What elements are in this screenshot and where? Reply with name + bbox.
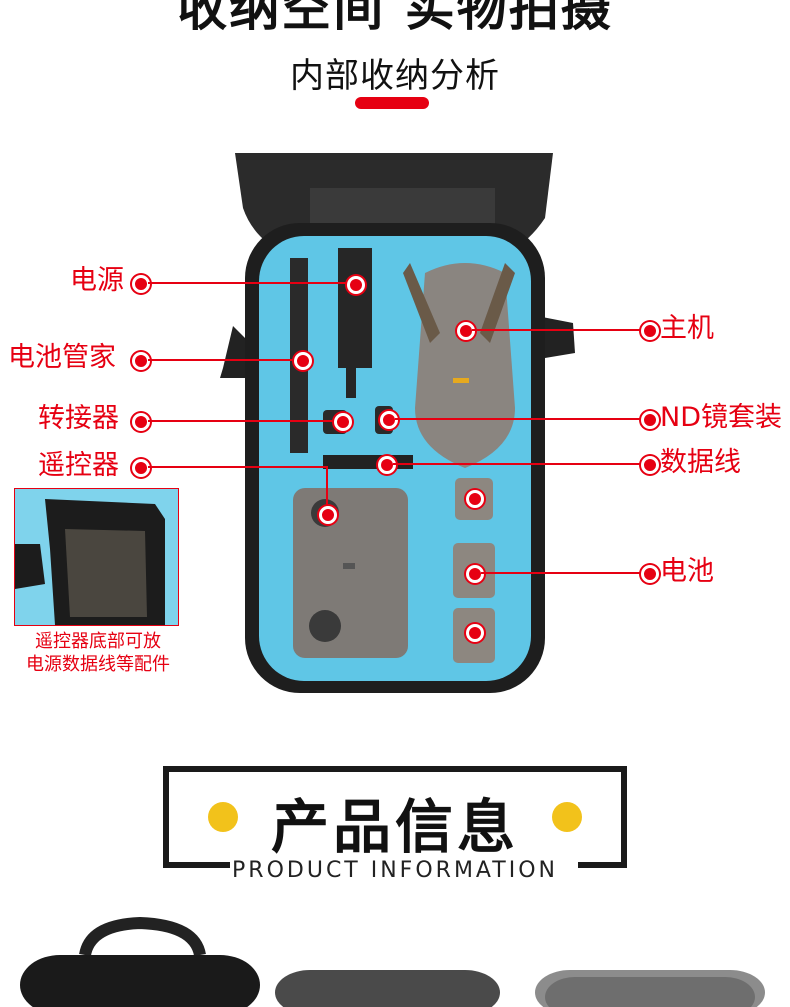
inset-caption-line2: 电源数据线等配件	[26, 654, 170, 675]
marker-dot	[641, 456, 659, 474]
marker-dot	[466, 565, 484, 583]
leader-line	[472, 329, 640, 331]
marker-dot	[466, 490, 484, 508]
marker-dot	[132, 275, 150, 293]
page-title: 收纳空间 实物拍摄	[177, 0, 613, 37]
label-battery-manager: 电池管家	[8, 342, 116, 373]
inset-caption: 遥控器底部可放 电源数据线等配件	[0, 630, 196, 676]
yellow-dot-left	[208, 802, 238, 832]
product-info-title: 产品信息	[270, 793, 519, 861]
label-nd-filter-set: ND镜套装	[660, 402, 782, 433]
leader-line	[326, 466, 328, 510]
marker-dot	[347, 276, 365, 294]
marker-dot	[457, 322, 475, 340]
label-power: 电源	[70, 265, 124, 296]
marker-dot	[132, 352, 150, 370]
leader-line	[148, 359, 298, 361]
remote-bottom-inset	[14, 488, 179, 626]
marker-dot	[334, 413, 352, 431]
leader-line	[148, 282, 353, 284]
frame-gap	[230, 855, 578, 875]
leader-line	[395, 418, 640, 420]
page-subtitle: 内部收纳分析	[290, 56, 500, 96]
marker-dot	[380, 411, 398, 429]
inset-illustration	[15, 489, 178, 625]
marker-dot	[378, 456, 396, 474]
case-illustration	[220, 153, 575, 693]
label-adapter: 转接器	[38, 403, 119, 434]
yellow-dot-right	[552, 802, 582, 832]
marker-dot	[641, 565, 659, 583]
marker-dot	[466, 624, 484, 642]
leader-line	[148, 420, 338, 422]
marker-dot	[132, 413, 150, 431]
label-remote: 遥控器	[38, 450, 119, 481]
product-thumbnails	[20, 916, 765, 1007]
product-info-subtitle: PRODUCT INFORMATION	[232, 858, 558, 883]
title-underline	[355, 97, 429, 109]
label-battery: 电池	[660, 556, 714, 587]
leader-line	[148, 466, 328, 468]
marker-dot	[641, 322, 659, 340]
marker-dot	[132, 459, 150, 477]
label-drone: 主机	[660, 313, 714, 344]
marker-dot	[319, 506, 337, 524]
leader-line	[393, 463, 640, 465]
leader-line	[481, 572, 640, 574]
inset-caption-line1: 遥控器底部可放	[35, 631, 161, 652]
label-data-cable: 数据线	[660, 447, 741, 478]
marker-dot	[294, 352, 312, 370]
marker-dot	[641, 411, 659, 429]
